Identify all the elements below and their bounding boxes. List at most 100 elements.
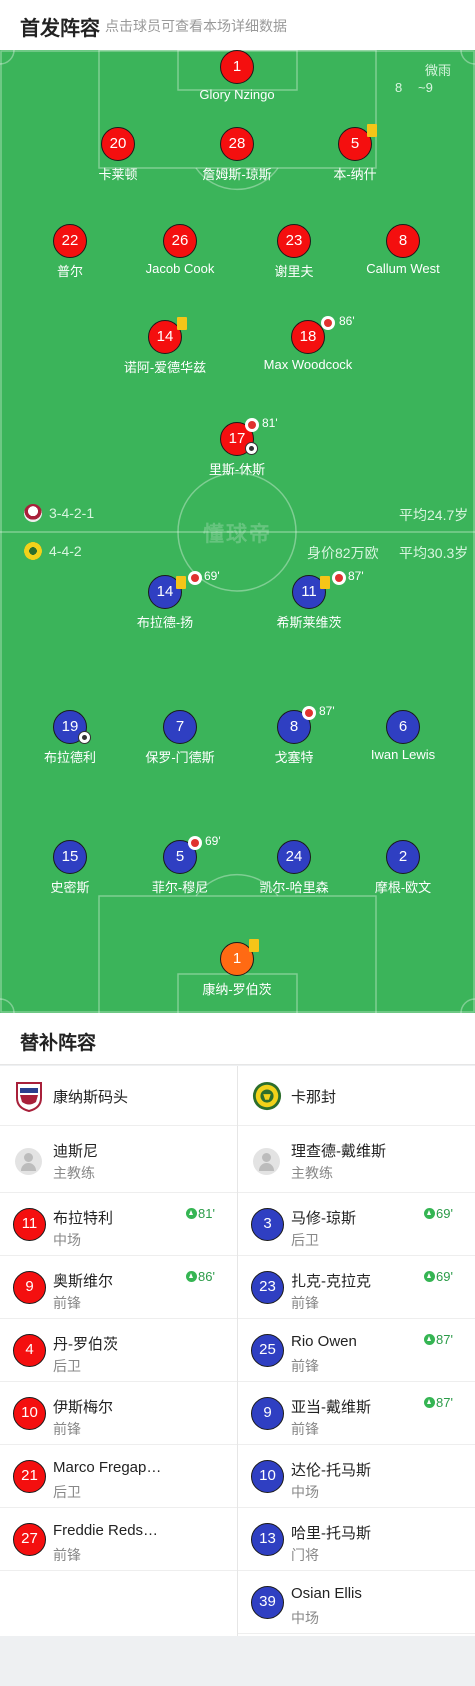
home-coach-row[interactable]: 迪斯尼 主教练	[0, 1126, 237, 1193]
home-team-row[interactable]: 康纳斯码头	[0, 1066, 237, 1126]
sub-row[interactable]: 13 哈里-托马斯 门将	[238, 1508, 475, 1571]
lineup-subtitle: 点击球员可查看本场详细数据	[105, 18, 287, 34]
home-formation-row: 3-4-2-1	[24, 504, 94, 522]
player-name: Glory Nzingo	[199, 87, 275, 102]
sub-row[interactable]: 11 布拉特利 中场 81'	[0, 1193, 237, 1256]
sub-in-arrow-icon	[424, 1271, 436, 1282]
player-home-mid-4[interactable]: 8 Callum West	[343, 224, 463, 276]
player-away-def-4[interactable]: 2 摩根-欧文	[343, 840, 463, 895]
sub-out-icon	[188, 836, 202, 850]
player-number: 28	[220, 127, 254, 161]
sub-row[interactable]: 21 Marco Fregapane 后卫	[0, 1445, 237, 1508]
player-name: 谢里夫	[274, 264, 314, 279]
sub-out-minute: 69'	[204, 569, 220, 583]
sub-out-icon	[332, 571, 346, 585]
lineup-header: 首发阵容 点击球员可查看本场详细数据	[0, 0, 475, 50]
watermark: 懂球帝	[203, 523, 272, 546]
sub-row[interactable]: 10 达伦-托马斯 中场	[238, 1445, 475, 1508]
sub-name: 奥斯维尔	[53, 1273, 114, 1290]
player-home-mid-1[interactable]: 22 普尔	[10, 224, 130, 279]
sub-number: 23	[251, 1271, 284, 1304]
sub-row[interactable]: 9 奥斯维尔 前锋 86'	[0, 1256, 237, 1319]
player-name: 普尔	[56, 264, 83, 279]
home-formation: 3-4-2-1	[49, 505, 95, 521]
temp-high: ~9	[418, 80, 433, 95]
away-coach-row[interactable]: 理查德-戴维斯 主教练	[238, 1126, 475, 1193]
sub-row[interactable]: 27 Freddie Redshaw 前锋	[0, 1508, 237, 1571]
goal-ball-icon	[78, 731, 91, 744]
sub-name: 马修-琼斯	[291, 1210, 356, 1227]
player-away-gk[interactable]: 1 康纳-罗伯茨	[177, 939, 297, 997]
sub-in-minute: 86'	[198, 1269, 215, 1284]
sub-in-arrow-icon	[186, 1208, 198, 1219]
player-number: 14	[148, 320, 182, 354]
sub-row[interactable]: 23 扎克-克拉克 前锋 69'	[238, 1256, 475, 1319]
away-subs-column: 卡那封 理查德-戴维斯 主教练 3 马修-琼斯 后卫 69' 23 扎克-克拉克…	[238, 1066, 475, 1636]
yellow-card-icon	[176, 576, 186, 589]
sub-row[interactable]: 25 Rio Owen 前锋 87'	[238, 1319, 475, 1382]
player-away-mid-1[interactable]: 19 布拉德利	[10, 710, 130, 765]
player-number: 6	[386, 710, 420, 744]
player-number: 7	[163, 710, 197, 744]
column-divider	[237, 1066, 238, 1636]
player-home-fw[interactable]: 17 81' 里斯-休斯	[177, 416, 297, 477]
sub-name: Rio Owen	[291, 1333, 357, 1350]
player-home-def-2[interactable]: 28 詹姆斯-琼斯	[177, 127, 297, 182]
sub-row[interactable]: 10 伊斯梅尔 前锋	[0, 1382, 237, 1445]
sub-in-indicator: 81'	[186, 1206, 215, 1221]
pitch: 懂球帝 微雨 8 ~9 3-4-2-1 平均24.7岁 4-4-2 身价82万欧…	[0, 50, 475, 1013]
lineup-title: 首发阵容	[20, 18, 100, 40]
player-number: 23	[277, 224, 311, 258]
away-avg-age: 平均30.3岁	[399, 545, 469, 561]
sub-in-arrow-icon	[186, 1271, 198, 1282]
sub-out-icon	[245, 418, 259, 432]
player-home-mid-2[interactable]: 26 Jacob Cook	[120, 224, 240, 276]
sub-name: Osian Ellis	[291, 1585, 362, 1602]
sub-row[interactable]: 4 丹-罗伯茨 后卫	[0, 1319, 237, 1382]
yellow-card-icon	[367, 124, 377, 137]
temp-low: 8	[395, 80, 403, 95]
player-away-mid-4[interactable]: 6 Iwan Lewis	[343, 710, 463, 762]
player-number: 18	[291, 320, 325, 354]
player-home-am-1[interactable]: 14 诺阿-爱德华兹	[105, 317, 225, 375]
player-name: 希斯莱维茨	[276, 615, 342, 630]
player-number: 1	[220, 942, 254, 976]
subs-header: 替补阵容	[0, 1013, 475, 1065]
yellow-card-icon	[177, 317, 187, 330]
sub-number: 13	[251, 1523, 284, 1556]
weather-text: 微雨	[425, 63, 452, 78]
sub-row[interactable]: 9 亚当-戴维斯 前锋 87'	[238, 1382, 475, 1445]
player-home-def-1[interactable]: 20 卡莱顿	[58, 127, 178, 182]
player-home-gk[interactable]: 1 Glory Nzingo	[177, 50, 297, 102]
player-number: 5	[338, 127, 372, 161]
sub-out-minute: 69'	[205, 834, 221, 848]
away-formation-row: 4-4-2	[24, 542, 82, 560]
player-name: 本-纳什	[333, 167, 377, 182]
player-number: 1	[220, 50, 254, 84]
sub-row[interactable]: 39 Osian Ellis 中场	[238, 1571, 475, 1634]
coach-name: 理查德-戴维斯	[291, 1143, 386, 1160]
player-name: 摩根-欧文	[374, 880, 432, 895]
player-number: 24	[277, 840, 311, 874]
away-team-row[interactable]: 卡那封	[238, 1066, 475, 1126]
sub-row[interactable]: 3 马修-琼斯 后卫 69'	[238, 1193, 475, 1256]
player-home-mid-3[interactable]: 23 谢里夫	[234, 224, 354, 279]
sub-position: 中场	[291, 1484, 319, 1500]
sub-name: 达伦-托马斯	[291, 1462, 371, 1479]
sub-position: 中场	[291, 1610, 319, 1626]
player-home-def-3[interactable]: 5 本-纳什	[295, 124, 415, 182]
coach-role: 主教练	[291, 1165, 333, 1181]
player-name: Callum West	[366, 261, 440, 276]
player-away-fw-2[interactable]: 11 87' 希斯莱维茨	[249, 569, 369, 630]
sub-out-icon	[302, 706, 316, 720]
sub-in-indicator: 69'	[424, 1206, 453, 1221]
player-away-def-2[interactable]: 5 69' 菲尔-穆尼	[120, 834, 240, 895]
player-home-am-2[interactable]: 18 86' Max Woodcock	[248, 314, 368, 372]
player-away-def-1[interactable]: 15 史密斯	[10, 840, 130, 895]
player-away-fw-1[interactable]: 14 69' 布拉德-扬	[105, 569, 225, 630]
player-away-mid-3[interactable]: 8 87' 戈塞特	[234, 704, 354, 765]
coach-role: 主教练	[53, 1165, 95, 1181]
player-away-def-3[interactable]: 24 凯尔-哈里森	[234, 840, 354, 895]
player-away-mid-2[interactable]: 7 保罗-门德斯	[120, 710, 240, 765]
sub-name: 亚当-戴维斯	[291, 1399, 371, 1416]
